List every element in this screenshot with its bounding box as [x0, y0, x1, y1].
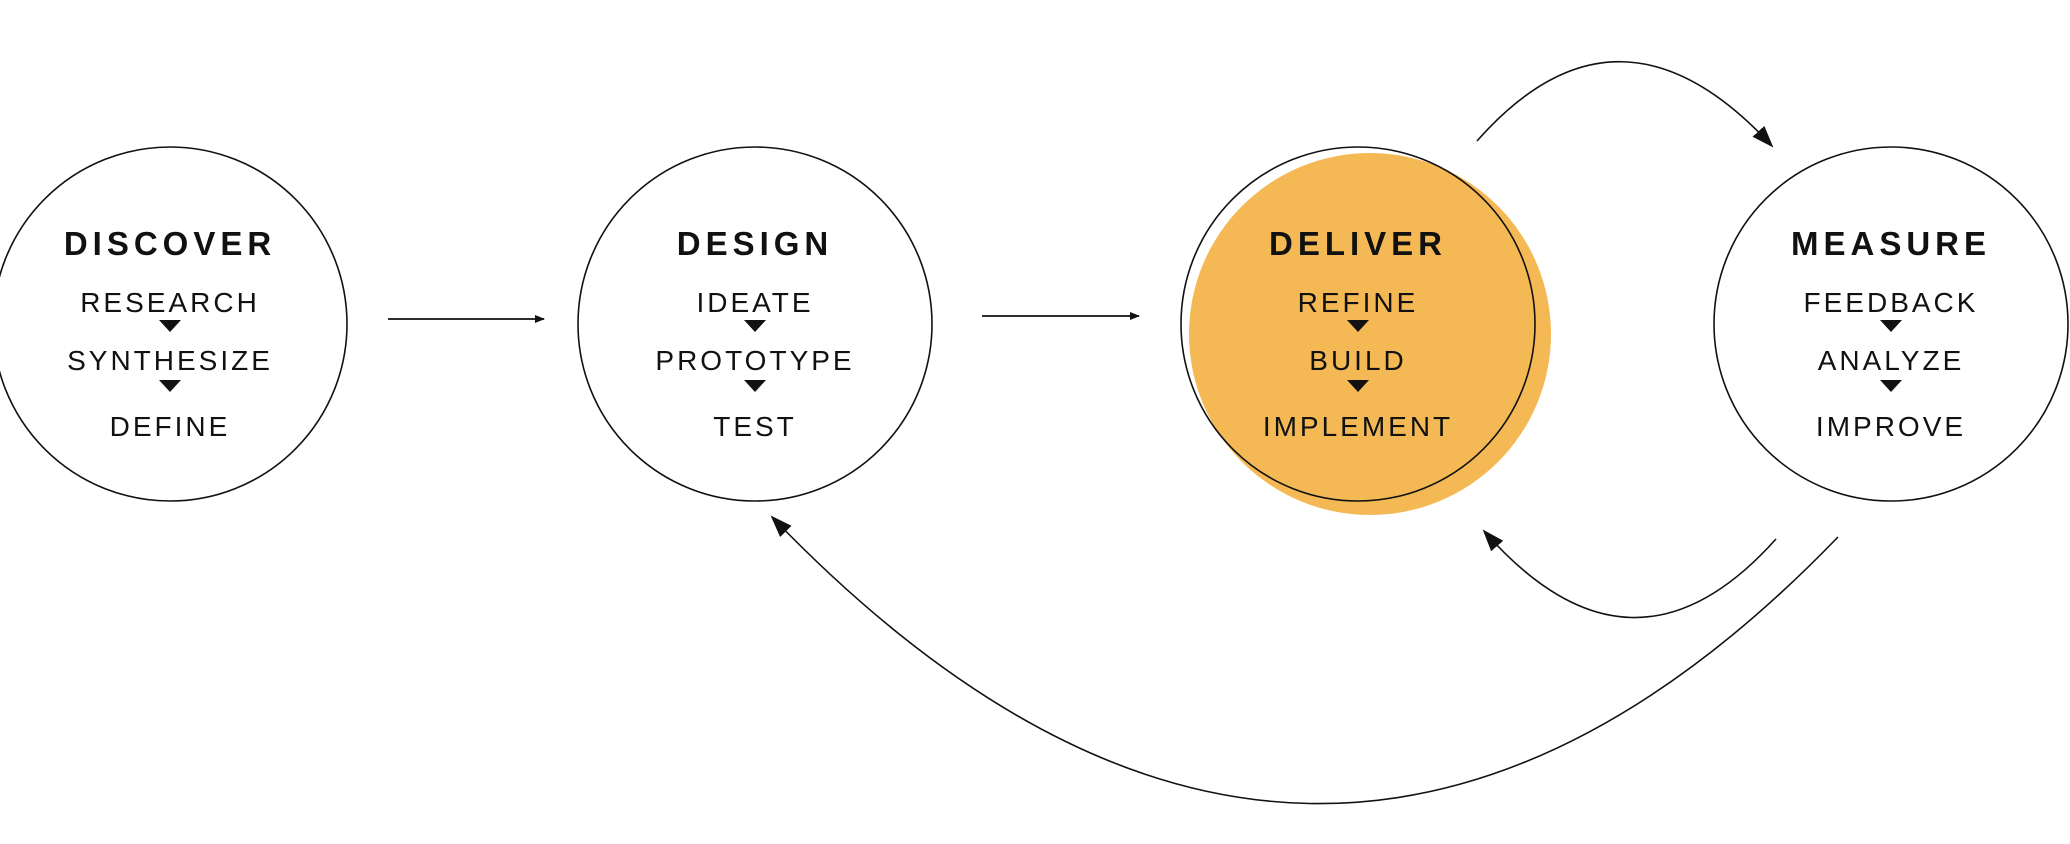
down-triangle-icon	[1347, 380, 1369, 392]
down-triangle-icon	[1880, 380, 1902, 392]
step: DEFINE	[109, 411, 231, 442]
stage-title: MEASURE	[1790, 225, 1992, 262]
step: REFINE	[1297, 287, 1419, 318]
step: IMPLEMENT	[1262, 411, 1454, 442]
measure-circle	[1713, 146, 2069, 502]
down-triangle-icon	[744, 380, 766, 392]
step: IDEATE	[696, 287, 814, 318]
step: BUILD	[1309, 345, 1407, 376]
discover-circle	[0, 146, 348, 502]
step: PROTOTYPE	[655, 345, 855, 376]
down-triangle-icon	[1347, 320, 1369, 332]
step: FEEDBACK	[1803, 287, 1979, 318]
down-triangle-icon	[744, 320, 766, 332]
deliver-highlight-blob	[1189, 153, 1551, 515]
arrow-deliver-to-measure	[1476, 60, 1774, 148]
arrow-measure-to-design	[770, 515, 1839, 805]
step: IMPROVE	[1815, 411, 1967, 442]
design-circle	[577, 146, 933, 502]
arrow-measure-to-deliver	[1482, 529, 1777, 619]
down-triangle-icon	[159, 380, 181, 392]
stage-discover: DISCOVER RESEARCH SYNTHESIZE DEFINE	[20, 224, 320, 444]
down-triangle-icon	[1880, 320, 1902, 332]
stage-title: DESIGN	[676, 225, 834, 262]
stage-deliver: DELIVER REFINE BUILD IMPLEMENT	[1208, 224, 1508, 444]
deliver-circle	[1180, 146, 1536, 502]
stage-title: DELIVER	[1268, 225, 1448, 262]
step: ANALYZE	[1817, 345, 1965, 376]
step: SYNTHESIZE	[67, 345, 273, 376]
stage-title: DISCOVER	[63, 225, 277, 262]
stage-measure: MEASURE FEEDBACK ANALYZE IMPROVE	[1741, 224, 2041, 444]
step: RESEARCH	[80, 287, 260, 318]
stage-design: DESIGN IDEATE PROTOTYPE TEST	[605, 224, 905, 444]
step: TEST	[713, 411, 797, 442]
down-triangle-icon	[159, 320, 181, 332]
